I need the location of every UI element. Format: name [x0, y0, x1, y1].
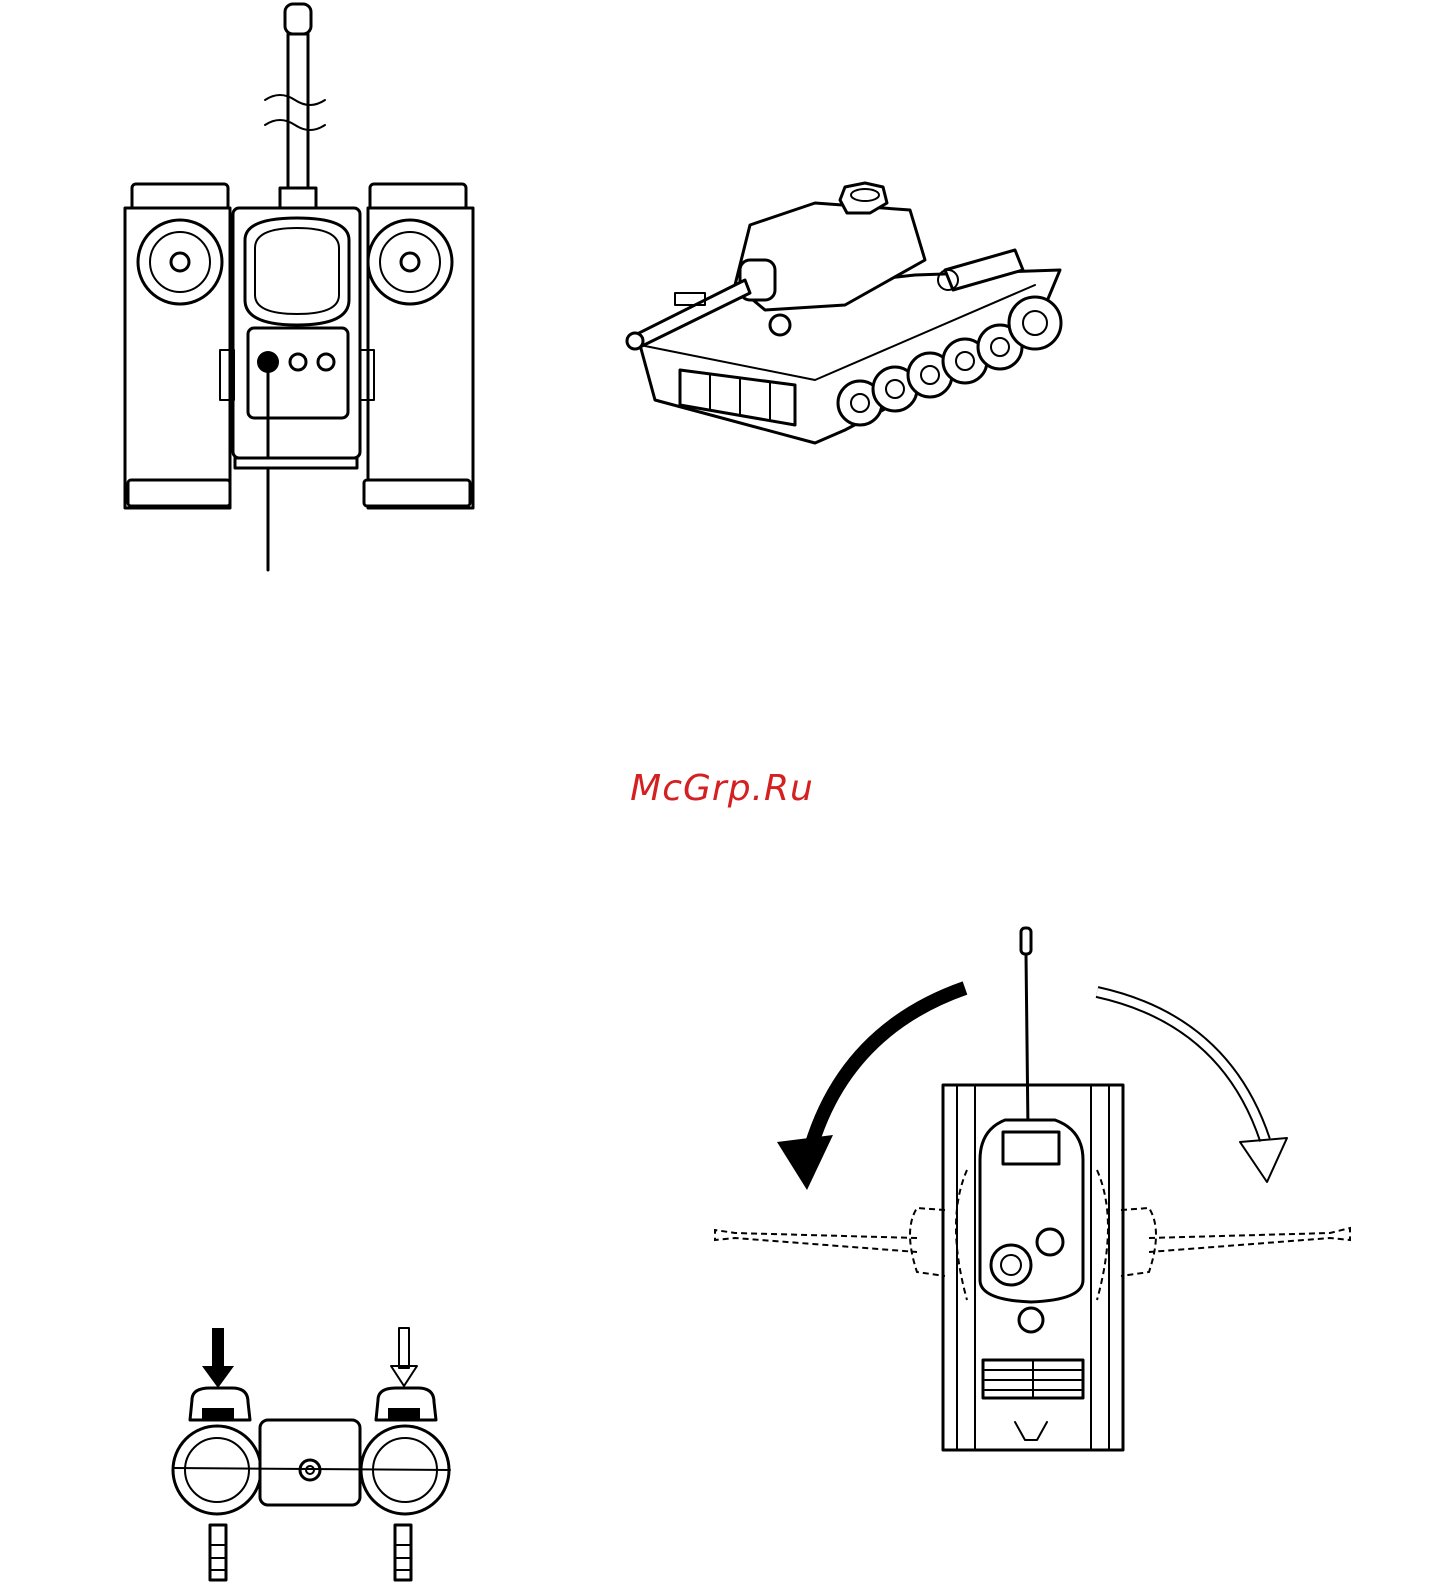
- remote-control-front-figure: [120, 0, 480, 580]
- remote-control-front-icon: [120, 0, 480, 580]
- tank-turret-rotation-icon: [705, 920, 1360, 1465]
- tank-turret-rotation-figure: [705, 920, 1360, 1465]
- remote-control-top-figure: [170, 1320, 460, 1588]
- tank-isometric-figure: [615, 175, 1080, 460]
- watermark: McGrp.Ru: [0, 768, 1444, 809]
- solid-down-arrow-icon: [202, 1328, 234, 1388]
- rotate-right-arrow-icon: [1097, 992, 1287, 1182]
- tank-isometric-icon: [615, 175, 1080, 460]
- rotate-left-arrow-icon: [777, 988, 965, 1190]
- remote-control-top-icon: [170, 1320, 460, 1588]
- outline-down-arrow-icon: [391, 1328, 417, 1386]
